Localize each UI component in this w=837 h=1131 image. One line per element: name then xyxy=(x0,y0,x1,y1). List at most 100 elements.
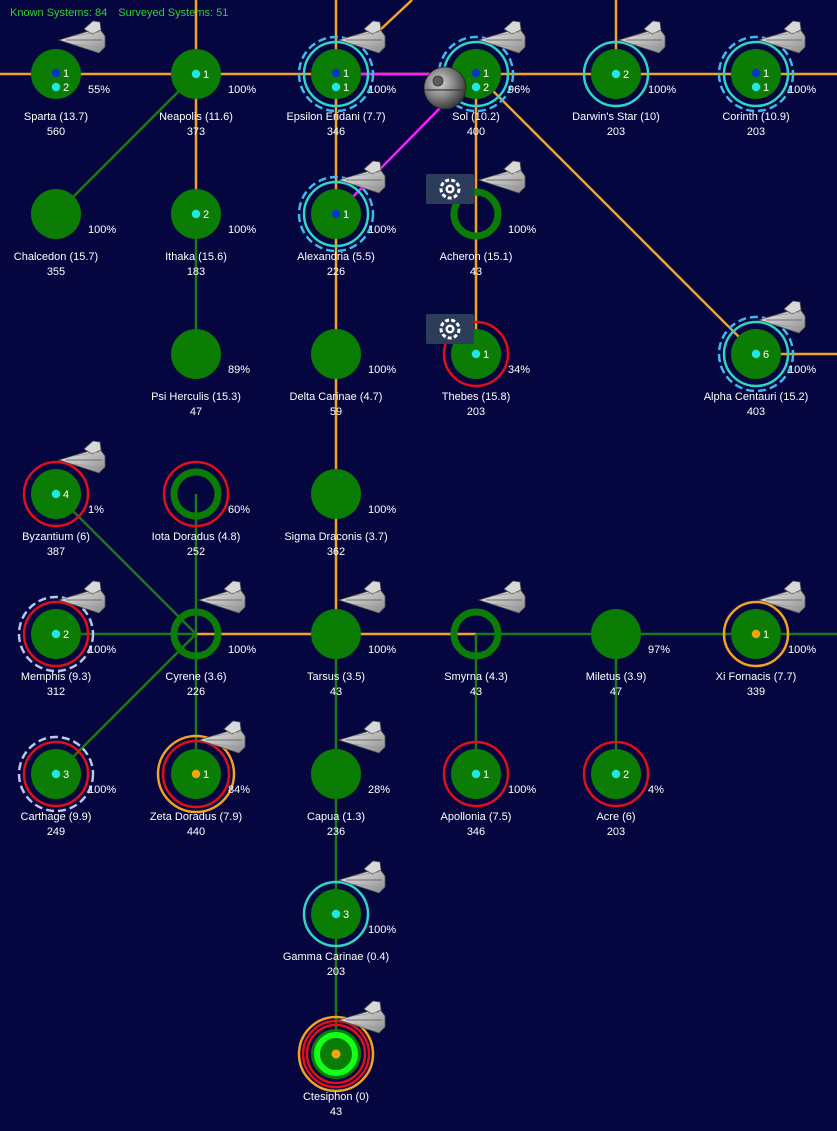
system-name: Psi Herculis (15.3) xyxy=(151,391,241,403)
system-population: 339 xyxy=(747,686,765,698)
survey-percent: 100% xyxy=(508,784,536,796)
system-iota-doradus[interactable]: 60%Iota Doradus (4.8)252 xyxy=(152,460,251,558)
population-count: 4 xyxy=(63,489,69,501)
green-jump-lane xyxy=(55,493,197,635)
system-ctesiphon[interactable]: Ctesiphon (0)43 xyxy=(297,1000,386,1118)
warship-icon[interactable] xyxy=(197,580,246,614)
population-count: 1 xyxy=(343,68,349,80)
system-cyrene[interactable]: 100%Cyrene (3.6)226 xyxy=(165,580,256,698)
warship-icon[interactable] xyxy=(337,580,386,614)
system-population: 346 xyxy=(327,126,345,138)
system-miletus[interactable]: 97%Miletus (3.9)47 xyxy=(586,609,671,698)
survey-percent: 28% xyxy=(368,784,390,796)
population-count: 1 xyxy=(763,629,769,641)
population-count: 1 xyxy=(203,69,209,81)
population-count: 2 xyxy=(63,82,69,94)
warship-icon[interactable] xyxy=(57,440,106,474)
population-count: 3 xyxy=(63,769,69,781)
warship-icon[interactable] xyxy=(617,20,666,54)
survey-gear-icon[interactable] xyxy=(426,174,474,204)
system-body xyxy=(311,609,361,659)
system-name: Epsilon Eridani (7.7) xyxy=(286,111,385,123)
system-capua[interactable]: 28%Capua (1.3)236 xyxy=(307,720,390,838)
system-body xyxy=(591,609,641,659)
survey-percent: 4% xyxy=(648,784,664,796)
warship-icon[interactable] xyxy=(337,1000,386,1034)
system-thebes[interactable]: 134%Thebes (15.8)203 xyxy=(426,314,530,418)
system-name: Xi Fornacis (7.7) xyxy=(716,671,797,683)
system-delta-carinae[interactable]: 100%Delta Carinae (4.7)59 xyxy=(290,329,397,418)
system-body xyxy=(311,469,361,519)
system-acre[interactable]: 24%Acre (6)203 xyxy=(582,740,664,838)
population-dot xyxy=(751,629,761,639)
system-chalcedon[interactable]: 100%Chalcedon (15.7)355 xyxy=(14,189,117,278)
survey-percent: 100% xyxy=(788,364,816,376)
ring-dashed xyxy=(717,315,795,393)
warship-icon[interactable] xyxy=(57,20,106,54)
warship-icon[interactable] xyxy=(757,580,806,614)
warship-icon[interactable] xyxy=(477,20,526,54)
warship-icon[interactable] xyxy=(57,580,106,614)
survey-percent: 55% xyxy=(88,84,110,96)
survey-percent: 100% xyxy=(368,924,396,936)
population-dot xyxy=(611,769,621,779)
death-star-icon[interactable] xyxy=(423,66,467,110)
system-zeta-doradus[interactable]: 184%Zeta Doradus (7.9)440 xyxy=(150,720,250,838)
warship-icon[interactable] xyxy=(477,160,526,194)
population-dot xyxy=(471,68,481,78)
survey-gear-icon[interactable] xyxy=(426,314,474,344)
ring-dashed xyxy=(297,175,375,253)
system-name: Cyrene (3.6) xyxy=(165,671,226,683)
survey-percent: 60% xyxy=(228,504,250,516)
system-name: Alexandria (5.5) xyxy=(297,251,375,263)
population-dot xyxy=(751,82,761,92)
warship-icon[interactable] xyxy=(757,300,806,334)
warship-icon[interactable] xyxy=(477,580,526,614)
system-name: Alpha Centauri (15.2) xyxy=(704,391,809,403)
system-name: Delta Carinae (4.7) xyxy=(290,391,383,403)
system-body xyxy=(311,329,361,379)
ring-dashed xyxy=(297,35,375,113)
system-population: 43 xyxy=(330,686,342,698)
system-population: 346 xyxy=(467,826,485,838)
warship-icon[interactable] xyxy=(337,160,386,194)
system-psi-herculis[interactable]: 89%Psi Herculis (15.3)47 xyxy=(151,329,250,418)
system-tarsus[interactable]: 100%Tarsus (3.5)43 xyxy=(307,580,396,698)
system-sigma-draconis[interactable]: 100%Sigma Draconis (3.7)362 xyxy=(284,469,396,558)
ring-dashed xyxy=(437,35,515,113)
ring-red xyxy=(162,460,230,528)
system-byzantium[interactable]: 41%Byzantium (6)387 xyxy=(22,440,106,558)
system-acheron[interactable]: 100%Acheron (15.1)43 xyxy=(426,160,536,278)
system-name: Acheron (15.1) xyxy=(440,251,513,263)
population-dot xyxy=(191,769,201,779)
warship-icon[interactable] xyxy=(197,720,246,754)
population-count: 1 xyxy=(203,769,209,781)
system-population: 252 xyxy=(187,546,205,558)
ring-dashed xyxy=(17,735,95,813)
system-name: Miletus (3.9) xyxy=(586,671,647,683)
warship-icon[interactable] xyxy=(757,20,806,54)
system-body xyxy=(31,189,81,239)
system-body-hollow xyxy=(170,608,222,660)
warship-icon[interactable] xyxy=(337,720,386,754)
survey-percent: 84% xyxy=(228,784,250,796)
warship-icon[interactable] xyxy=(337,860,386,894)
warship-icon[interactable] xyxy=(337,20,386,54)
system-smyrna[interactable]: Smyrna (4.3)43 xyxy=(444,580,526,698)
survey-percent: 97% xyxy=(648,644,670,656)
